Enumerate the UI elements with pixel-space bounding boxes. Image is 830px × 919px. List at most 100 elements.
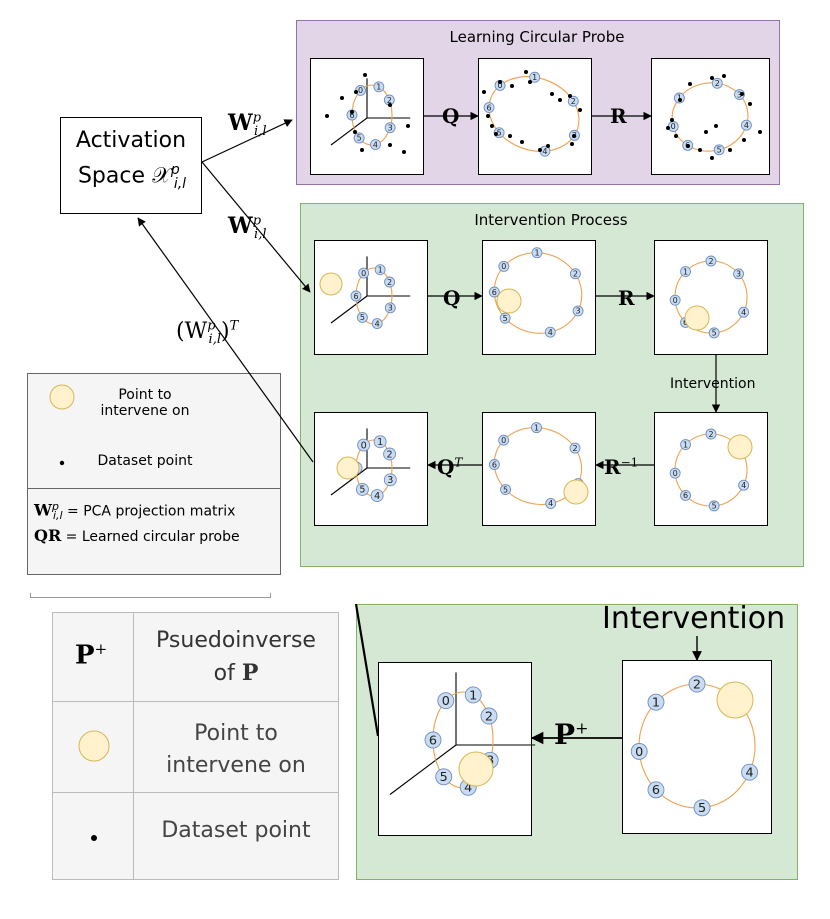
node-4 [545, 498, 557, 509]
arrow-to-probe [201, 119, 293, 163]
node-label-5: 5 [712, 329, 717, 338]
dataset-point [388, 103, 392, 107]
node-label-5: 5 [717, 146, 722, 155]
node-0 [498, 260, 510, 272]
dataset-point [710, 156, 714, 160]
node-5 [713, 144, 725, 156]
dataset-point [490, 124, 494, 128]
dataset-point [325, 114, 329, 118]
node-2 [705, 428, 717, 440]
intervention-step-label: Intervention [668, 376, 758, 392]
table-yellow-marker [78, 730, 110, 762]
node-2 [567, 95, 579, 107]
dataset-point [354, 90, 358, 94]
node-label-6: 6 [652, 783, 660, 798]
node-label-4: 4 [548, 499, 553, 508]
node-1 [531, 247, 543, 259]
node-label-3: 3 [388, 304, 393, 313]
legend-dataset-point: Dataset point [97, 453, 193, 469]
probe-panel-title: Learning Circular Probe [449, 28, 625, 46]
section-divider [30, 597, 270, 598]
dataset-point [572, 134, 576, 138]
dataset-point [722, 74, 726, 78]
node-label-4: 4 [373, 140, 378, 149]
dataset-point [666, 126, 670, 130]
node-label-4: 4 [741, 308, 746, 317]
node-0 [669, 467, 681, 479]
node-6 [488, 286, 500, 298]
dataset-point [350, 110, 354, 114]
arrow-to-intervention [201, 161, 311, 293]
node-label-6: 6 [349, 111, 354, 120]
node-1 [529, 71, 541, 83]
node-label-4: 4 [542, 147, 547, 156]
table-pseudoinverse-line2: of P [213, 660, 259, 686]
node-6 [488, 459, 500, 470]
plots: 0123456012345601234560123456012345601234… [319, 70, 762, 817]
node-3 [384, 302, 396, 314]
dataset-point [546, 144, 550, 148]
node-6 [483, 102, 495, 114]
node-label-2: 2 [708, 257, 713, 266]
node-label-2: 2 [572, 444, 577, 453]
dataset-point [402, 150, 406, 154]
node-4 [741, 763, 759, 781]
node-label-6: 6 [492, 460, 497, 469]
dataset-point [482, 90, 486, 94]
node-label-1: 1 [534, 248, 539, 257]
node-2 [384, 276, 396, 288]
dataset-point [498, 80, 502, 84]
node-label-2: 2 [693, 677, 701, 692]
node-label-4: 4 [744, 121, 749, 130]
table-pseudoinverse-line1: Psuedoinverse [156, 628, 316, 653]
dataset-point [388, 143, 392, 147]
intervention-r-label: R [618, 286, 635, 310]
table-cell-pseudoinverse [133, 612, 339, 702]
node-label-4: 4 [745, 766, 753, 781]
node-4 [740, 119, 752, 131]
table-cell-dataset-text [133, 792, 339, 880]
dataset-point [406, 124, 410, 128]
node-6 [350, 290, 362, 302]
node-label-3: 3 [388, 123, 393, 132]
node-4 [544, 326, 556, 338]
node-5 [499, 312, 511, 324]
legend-point-to-intervene: Point to intervene on [100, 387, 190, 419]
intervention-box-4 [314, 412, 428, 526]
connector-lines [137, 111, 721, 745]
node-label-2: 2 [571, 97, 576, 106]
probe-ring [488, 76, 580, 152]
intervene-point [563, 479, 589, 505]
dataset-point [363, 73, 367, 77]
node-label-1: 1 [683, 440, 688, 449]
node-0 [358, 267, 370, 279]
node-label-0: 0 [671, 122, 676, 131]
node-1 [464, 686, 482, 704]
node-label-4: 4 [548, 328, 553, 337]
dataset-point [670, 118, 674, 122]
dataset-point [538, 148, 542, 152]
intervene-point [727, 434, 753, 460]
zoom-intervention-label: Intervention [602, 604, 786, 634]
activation-space-box: Activation Space 𝒳pi,l [60, 117, 202, 214]
node-1 [531, 422, 542, 434]
dataset-point [360, 148, 364, 152]
activation-line2: Space 𝒳pi,l [77, 162, 187, 192]
node-4 [370, 489, 384, 503]
legend-w-definition: Wpi,l = PCA projection matrix [34, 500, 236, 523]
intervene-point [684, 305, 710, 331]
node-label-4: 4 [375, 319, 380, 328]
dataset-point [486, 114, 490, 118]
node-label-0: 0 [635, 745, 643, 760]
node-label-5: 5 [503, 314, 508, 323]
dataset-point [742, 138, 746, 142]
legend-dot-marker [59, 460, 65, 466]
node-5 [353, 132, 365, 144]
node-label-3: 3 [387, 475, 393, 486]
node-label-0: 0 [442, 694, 450, 709]
node-0 [437, 692, 455, 710]
activation-line1: Activation [75, 128, 187, 153]
intervention-box-1 [314, 240, 428, 355]
arrow-back-to-activation [137, 217, 314, 463]
node-label-6: 6 [683, 491, 688, 500]
